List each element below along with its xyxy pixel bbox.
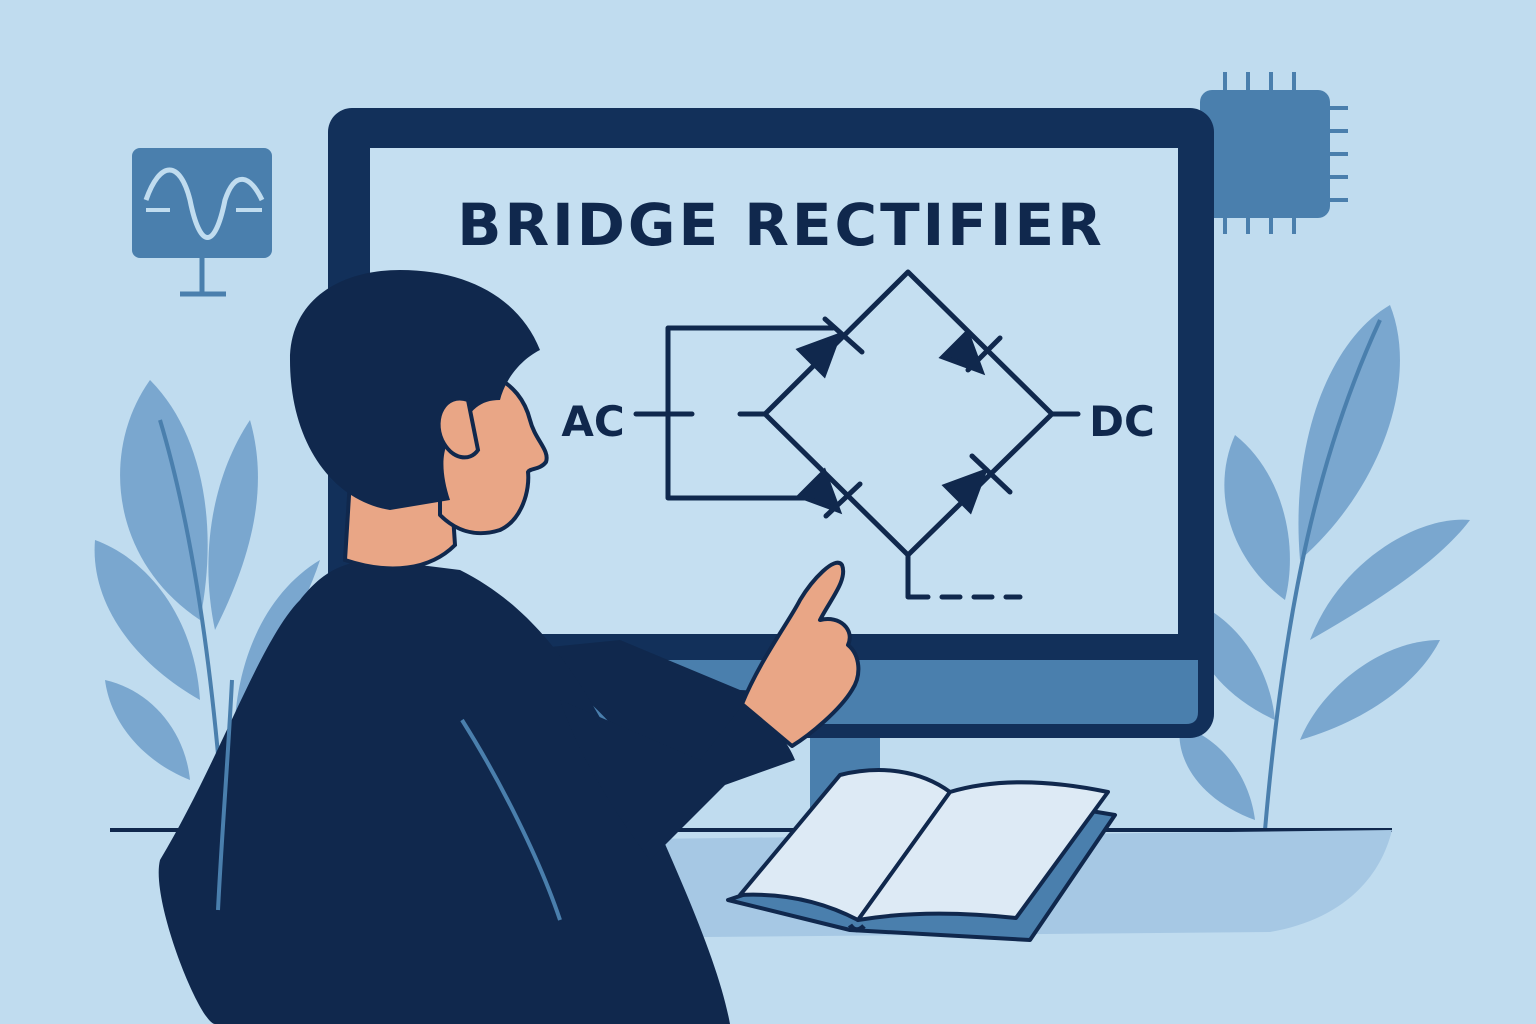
- bridge-rectifier-circuit: [633, 269, 1081, 600]
- dc-label: DC: [1089, 397, 1155, 446]
- open-book: [726, 768, 1117, 942]
- screen-title: BRIDGE RECTIFIER: [457, 191, 1104, 259]
- person: [158, 270, 861, 1024]
- microchip-icon: [1200, 72, 1348, 234]
- diode-icon: [795, 316, 1013, 519]
- ac-label: AC: [561, 397, 624, 446]
- waveform-monitor-icon: [132, 148, 272, 297]
- monitor: [328, 108, 1214, 826]
